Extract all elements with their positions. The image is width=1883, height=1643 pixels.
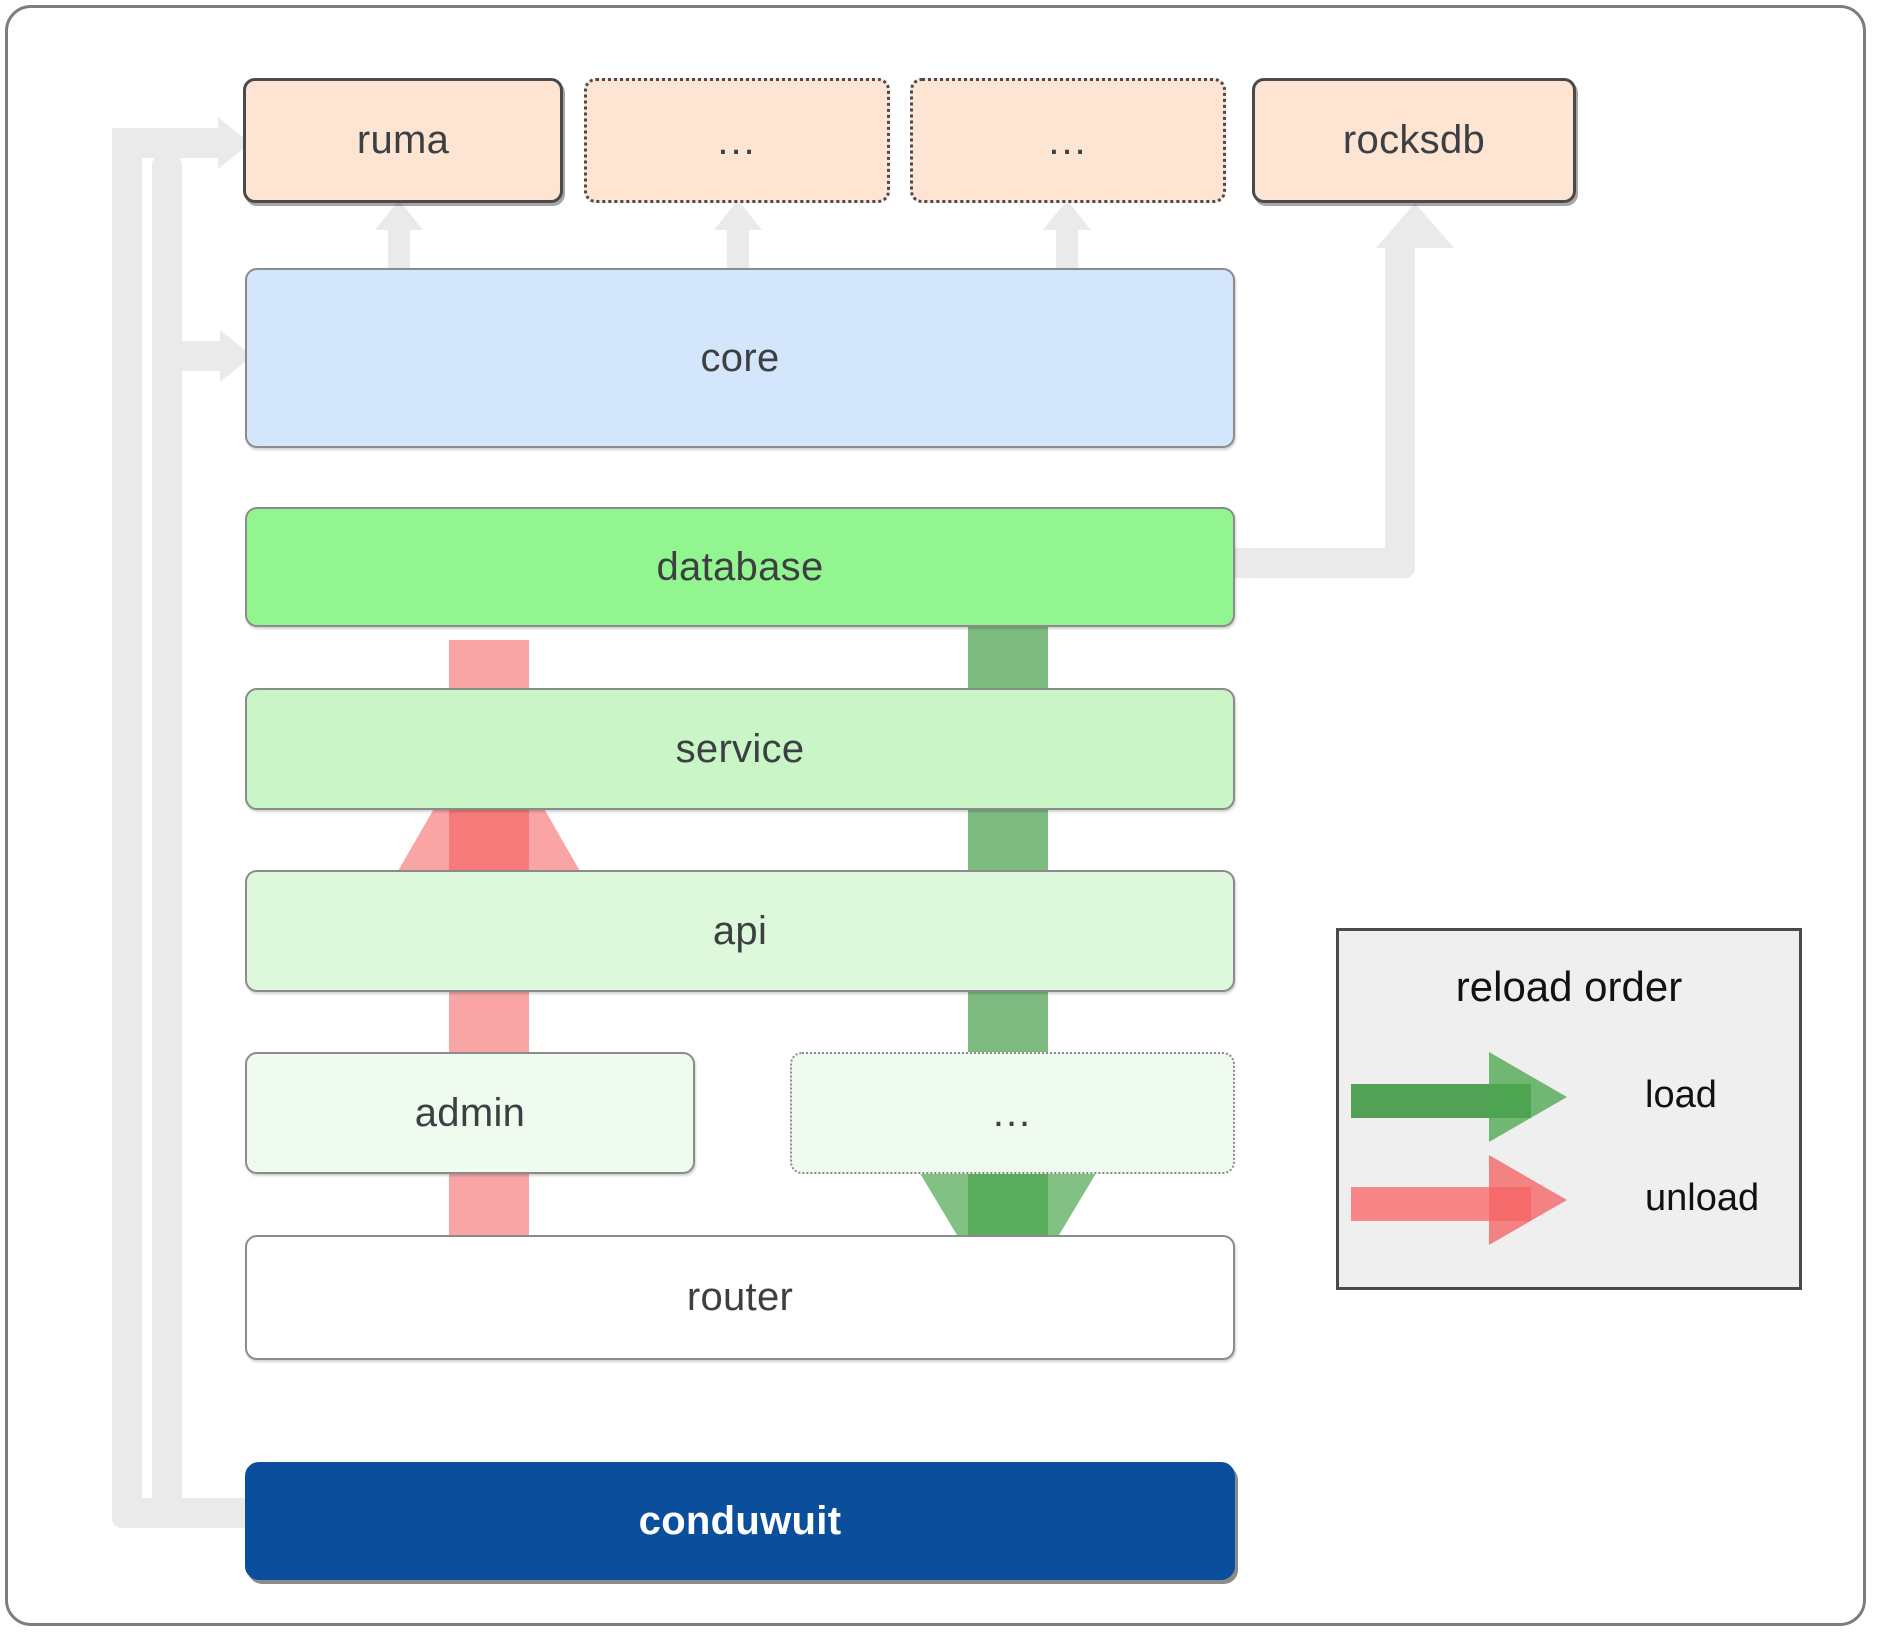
connector-arrow-rocksdb	[1376, 203, 1454, 248]
layer-box-admin[interactable]: admin	[245, 1052, 695, 1174]
dependency-label-dep-2: ...	[717, 118, 757, 163]
core-to-dep3-shaft	[1056, 225, 1078, 273]
connector-branch-core	[152, 341, 224, 371]
core-to-dep2-arrow	[714, 200, 762, 230]
core-to-ruma-arrow	[375, 200, 423, 230]
connector-trunk-outer	[112, 128, 142, 1528]
application-label-conduwuit: conduwuit	[638, 1498, 842, 1543]
core-to-dep3-arrow	[1043, 200, 1091, 230]
application-box-conduwuit[interactable]: conduwuit	[245, 1462, 1235, 1580]
connector-bottom-run	[112, 1498, 252, 1528]
layer-label-router: router	[686, 1275, 794, 1319]
layer-label-core: core	[700, 335, 780, 380]
layer-box-router[interactable]: router	[245, 1235, 1235, 1360]
legend-load-arrowhead	[1489, 1052, 1567, 1142]
legend-unload-arrowhead	[1489, 1155, 1567, 1245]
layer-box-service[interactable]: service	[245, 688, 1235, 810]
layer-label-admin: admin	[414, 1090, 526, 1135]
layer-label-admin-etc: ...	[992, 1091, 1033, 1135]
dependency-box-dep-2[interactable]: ...	[584, 78, 890, 203]
dependency-box-ruma[interactable]: ruma	[243, 78, 563, 203]
diagram-frame	[5, 5, 1866, 1626]
connector-branch-ruma	[112, 128, 222, 158]
dependency-label-rocksdb: rocksdb	[1342, 118, 1486, 162]
dependency-label-dep-3: ...	[1048, 118, 1088, 163]
connector-db-to-rocksdb-vertical	[1385, 245, 1415, 565]
layer-box-admin-etc[interactable]: ...	[790, 1052, 1235, 1174]
core-to-dep2-shaft	[727, 225, 749, 273]
legend-label-unload: unload	[1645, 1177, 1760, 1219]
dependency-box-rocksdb[interactable]: rocksdb	[1252, 78, 1576, 203]
layer-label-database: database	[656, 544, 824, 589]
connector-trunk-inner	[152, 155, 182, 1528]
legend-row-unload: unload	[1339, 1155, 1799, 1249]
layer-box-core[interactable]: core	[245, 268, 1235, 448]
dependency-box-dep-3[interactable]: ...	[910, 78, 1226, 203]
core-to-ruma-shaft	[388, 225, 410, 273]
legend-title: reload order	[1455, 963, 1683, 1010]
legend-label-load: load	[1645, 1074, 1717, 1116]
layer-box-database[interactable]: database	[245, 507, 1235, 627]
layer-label-service: service	[675, 726, 805, 771]
layer-label-api: api	[712, 908, 768, 953]
layer-box-api[interactable]: api	[245, 870, 1235, 992]
legend-row-load: load	[1339, 1052, 1799, 1146]
legend-panel: reload order load unload	[1336, 928, 1802, 1290]
dependency-label-ruma: ruma	[356, 118, 450, 162]
connector-db-to-rocksdb-horizontal	[1215, 548, 1415, 578]
